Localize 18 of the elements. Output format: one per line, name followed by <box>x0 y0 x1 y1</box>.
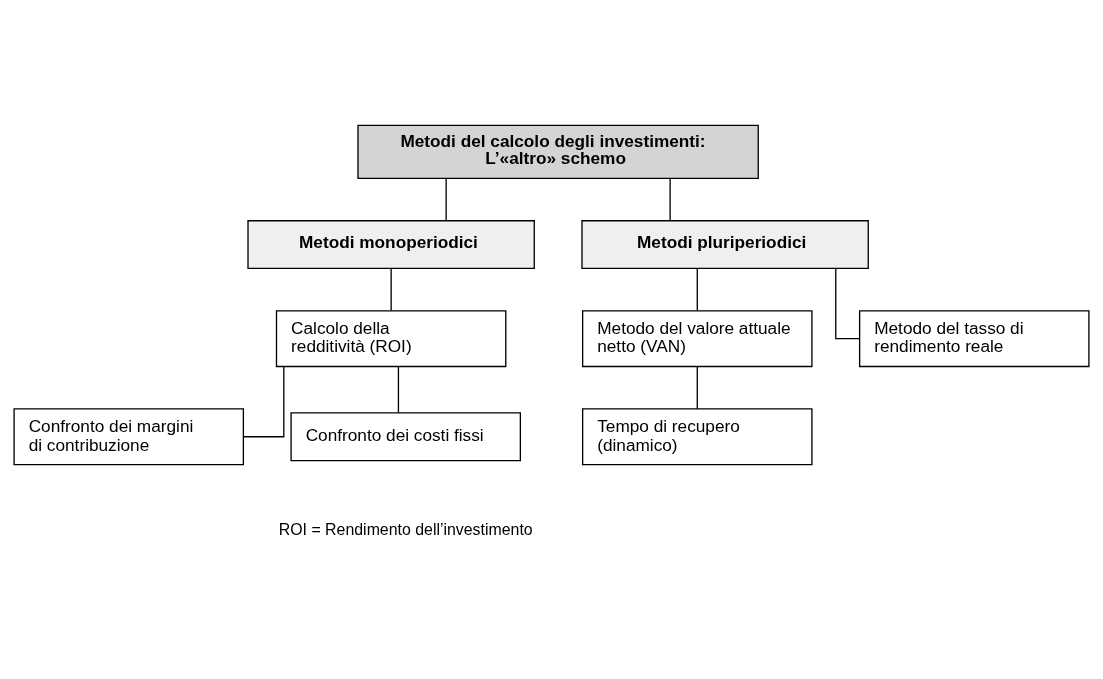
connector <box>696 267 698 311</box>
node-box: Tempo di recupero (dinamico) <box>581 407 813 465</box>
node-box: Confronto dei costi fissi <box>290 411 522 461</box>
node-box: Metodi del calcolo degli investimenti: L’«altro» schemo <box>357 124 759 179</box>
node-box: Calcolo della redditività (ROI) <box>275 309 507 367</box>
label: ROI = Rendimento dell’investimento <box>278 520 533 538</box>
node-box: Confronto dei margini di contribuzione <box>13 407 245 465</box>
connector <box>696 365 698 409</box>
node-box: Metodo del tasso di rendimento reale <box>858 309 1090 367</box>
connector <box>242 365 285 437</box>
node-box: Metodo del valore attuale netto (VAN) <box>581 309 813 367</box>
connector <box>397 365 400 413</box>
node-box: Metodi monoperiodici <box>247 219 535 269</box>
connector <box>445 177 447 221</box>
connector <box>835 267 860 339</box>
node-box: Metodi pluriperiodici <box>581 219 869 269</box>
connector <box>669 177 671 221</box>
connector <box>390 267 392 311</box>
